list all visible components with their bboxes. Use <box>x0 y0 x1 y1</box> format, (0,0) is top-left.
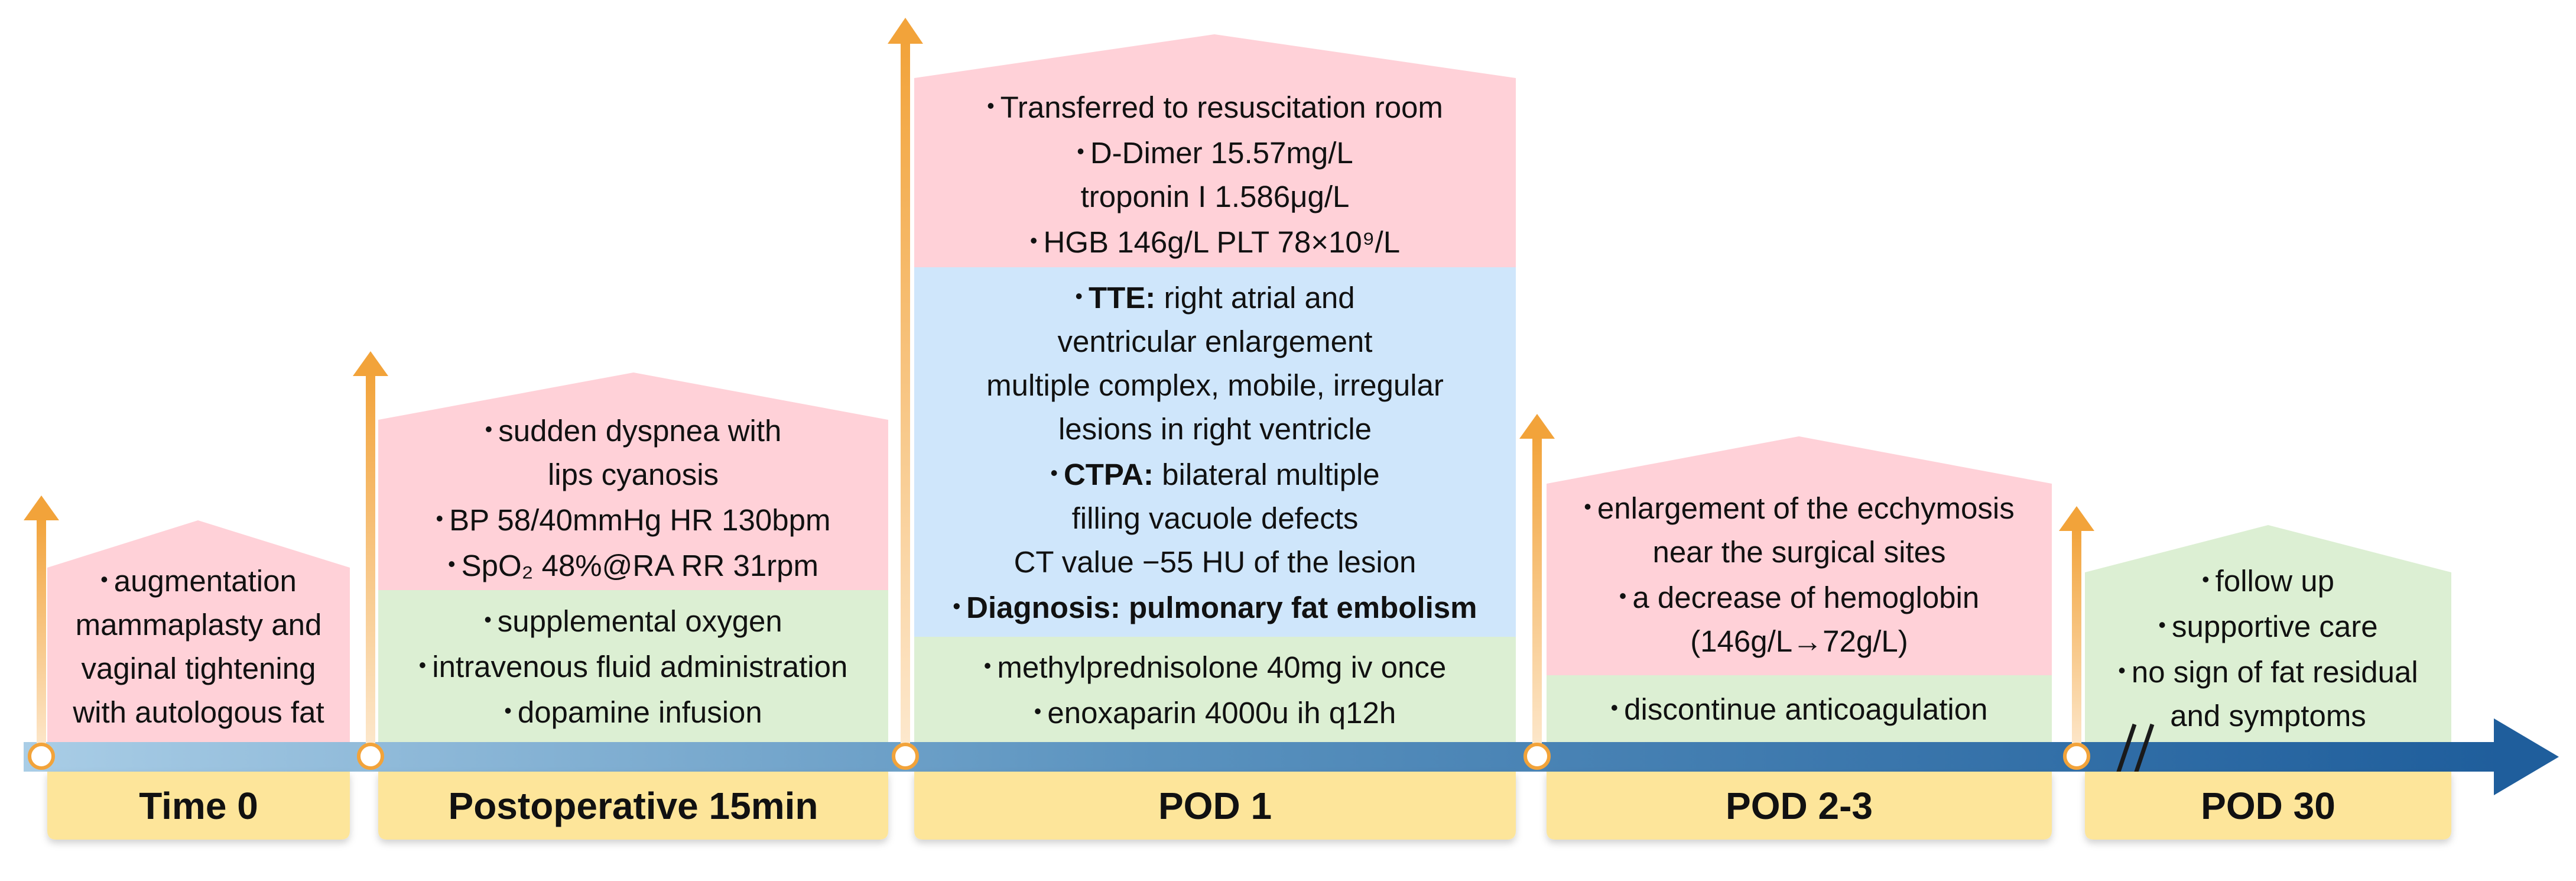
stage-5-green-line-3: no sign of fat residual <box>2118 649 2418 694</box>
stage-1-pink-line-1: augmentation <box>100 558 297 603</box>
stage-3-ctpa-line-2: filling vacuole defects <box>1071 501 1359 535</box>
stage-1-arrow-head <box>24 495 59 520</box>
stage-3-ctpa-text: bilateral multiple <box>1153 458 1380 491</box>
stage-2-pink-line-3: BP 58/40mmHg HR 130bpm <box>436 497 830 542</box>
axis-arrowhead <box>2494 718 2559 795</box>
stage-3-tte-line-2: ventricular enlargement <box>1057 325 1373 358</box>
stage-5-green-line-4: and symptoms <box>2170 698 2366 733</box>
stage-3-green-line-1: methylprednisolone 40mg iv once <box>984 644 1446 689</box>
stage-4-label: POD 2-3 <box>1726 784 1873 827</box>
axis-break-mark-2 <box>2131 723 2155 782</box>
stage-2-green-line-3: dopamine infusion <box>504 689 762 734</box>
stage-5-label: POD 30 <box>2201 784 2335 827</box>
stage-4-arrow-head <box>1519 414 1555 439</box>
stage-2-green-line-1: supplemental oxygen <box>484 598 782 643</box>
stage-3-pink-line-3: troponin I 1.586μg/L <box>1080 180 1350 213</box>
stage-3-tte-text: right atrial and <box>1155 281 1355 315</box>
stage-4-marker <box>1523 743 1551 770</box>
stage-3-tte-line-4: lesions in right ventricle <box>1058 412 1372 446</box>
stage-3-tte-line: TTE: right atrial and <box>1075 274 1355 320</box>
stage-5-arrow-head <box>2059 506 2094 531</box>
stage-5-green-line-1: follow up <box>2202 558 2334 603</box>
stage-4-pink-line-2: near the surgical sites <box>1652 535 1946 569</box>
stage-2-pink-line-4: SpO₂ 48%@RA RR 31rpm <box>448 542 818 588</box>
stage-3-marker <box>892 743 919 770</box>
stage-2-marker <box>357 743 384 770</box>
stage-3-pink-line-1: Transferred to resuscitation room <box>987 84 1443 129</box>
stage-2-arrow-shaft <box>366 371 375 755</box>
stage-1-label: Time 0 <box>139 784 258 827</box>
stage-4-label-tab <box>1547 772 2052 840</box>
stage-4-pink-line-4: (146g/L→72g/L) <box>1690 624 1908 658</box>
stage-2-arrow-head <box>353 351 388 376</box>
stage-2-green-text: supplemental oxygen intravenous fluid ad… <box>378 590 888 742</box>
stage-2-green-line-2: intravenous fluid administration <box>419 643 847 689</box>
stage-4-pink-line-1: enlargement of the ecchymosis <box>1584 485 2015 530</box>
stage-1-marker <box>28 743 55 770</box>
stage-3-green-line-2: enoxaparin 4000u ih q12h <box>1034 689 1396 735</box>
stage-4-arrow-shaft <box>1532 435 1542 755</box>
stage-arrows <box>24 18 2094 755</box>
stage-5-label-tab <box>2085 772 2451 840</box>
stage-1-pink-line-2: mammaplasty and <box>75 608 322 642</box>
stage-3-green-text: methylprednisolone 40mg iv once enoxapar… <box>914 637 1516 742</box>
stage-4-green-text: discontinue anticoagulation <box>1547 675 2052 742</box>
stage-3-arrow-head <box>888 18 923 44</box>
stage-4-pink-text: enlargement of the ecchymosis near the s… <box>1547 473 2052 675</box>
stage-1-label-tab <box>47 772 350 840</box>
stage-5-green-line-2: supportive care <box>2158 603 2378 649</box>
stage-2-label: Postoperative 15min <box>448 784 818 827</box>
stage-3-label: POD 1 <box>1158 784 1272 827</box>
stage-3-ctpa-line: CTPA: bilateral multiple <box>1050 451 1380 497</box>
stage-3-blue-text: TTE: right atrial and ventricular enlarg… <box>914 267 1516 637</box>
stage-4-pink-line-3: a decrease of hemoglobin <box>1619 574 1979 620</box>
stage-3-diagnosis: Diagnosis: pulmonary fat embolism <box>953 584 1477 630</box>
stage-3-ctpa-head: CTPA: <box>1063 458 1154 491</box>
stage-1-arrow-shaft <box>37 516 46 755</box>
stage-3-ctpa-line-3: CT value −55 HU of the lesion <box>1013 545 1417 579</box>
stage-3-pink-line-4: HGB 146g/L PLT 78×10⁹/L <box>1030 219 1401 264</box>
stage-2-pink-line-1: sudden dyspnea with <box>485 407 781 453</box>
stage-5-arrow-shaft <box>2072 527 2081 755</box>
stage-3-label-tab <box>914 772 1516 840</box>
stage-1-pink-line-3: vaginal tightening <box>81 652 316 685</box>
stage-3-tte-head: TTE: <box>1088 281 1156 315</box>
stage-3-tte-line-3: multiple complex, mobile, irregular <box>986 368 1444 402</box>
axis-break-mark-1 <box>2113 723 2137 782</box>
milestone-markers <box>28 743 2090 770</box>
stage-2-label-tab <box>378 772 888 840</box>
stage-3-pink-line-2: D-Dimer 15.57mg/L <box>1077 129 1353 175</box>
stage-2-pink-text: sudden dyspnea with lips cyanosis BP 58/… <box>378 405 888 590</box>
stage-3-pink-text: Transferred to resuscitation room D-Dime… <box>914 81 1516 267</box>
stage-1-pink-line-4: with autologous fat <box>73 695 324 729</box>
stage-2-pink-line-2: lips cyanosis <box>547 458 719 491</box>
stage-4-green-line-1: discontinue anticoagulation <box>1611 686 1987 731</box>
stage-1-pink-text: augmentation mammaplasty and vaginal tig… <box>47 550 350 742</box>
stage-5-green-text: follow up supportive care no sign of fat… <box>2085 553 2451 742</box>
stage-label-tabs <box>47 772 2451 840</box>
stage-5-marker <box>2063 743 2090 770</box>
stage-3-arrow-shaft <box>901 41 910 755</box>
